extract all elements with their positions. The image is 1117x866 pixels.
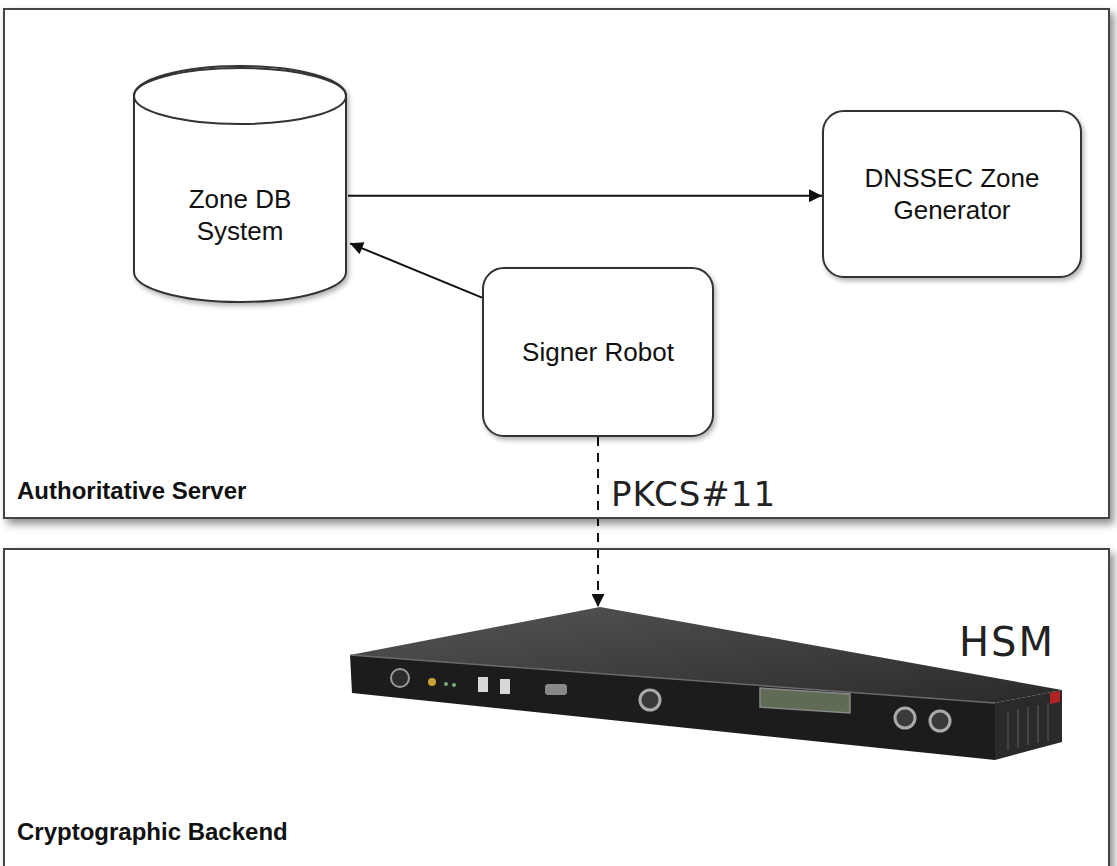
hsm-front-face [350,655,995,760]
group-box: Authoritative Server Zone DB System DNSSEC… [3,8,1110,519]
hsm-device: HSM [347,607,1072,767]
device-label: HSM [959,619,1055,665]
cylinder-top [134,68,346,124]
hsm-edge-highlight [350,655,995,703]
hsm-usb-port [500,679,510,694]
node-label: DNSSEC Zone Generator [846,162,1058,227]
process-box: Signer Robot [482,267,714,437]
database-cylinder: Zone DB System [132,66,348,304]
node-label: Zone DB System [132,126,348,304]
edge-label: PKCS#11 [608,474,779,514]
hsm-logo [428,678,436,686]
hsm-key-lock [930,711,950,731]
process-box: DNSSEC Zone Generator [822,110,1082,278]
hsm-serial-port [545,684,567,695]
group-label: Authoritative Server [17,477,246,505]
hsm-display [760,688,850,713]
connector [350,243,482,297]
group-label: Cryptographic Backend [17,818,288,846]
hsm-usb-port [478,677,488,692]
hsm-power-key [391,669,409,687]
hsm-led [444,682,448,686]
hsm-vents [1008,703,1048,750]
hsm-key-lock [640,690,660,710]
connector [597,437,599,607]
hsm-red-accent [1050,691,1060,704]
hsm-key-lock [895,708,915,728]
hsm-side-face [995,690,1062,760]
connector [348,195,822,197]
hsm-led [452,683,456,687]
group-box: Cryptographic Backend HSM [3,548,1110,866]
node-label: Signer Robot [516,336,680,369]
